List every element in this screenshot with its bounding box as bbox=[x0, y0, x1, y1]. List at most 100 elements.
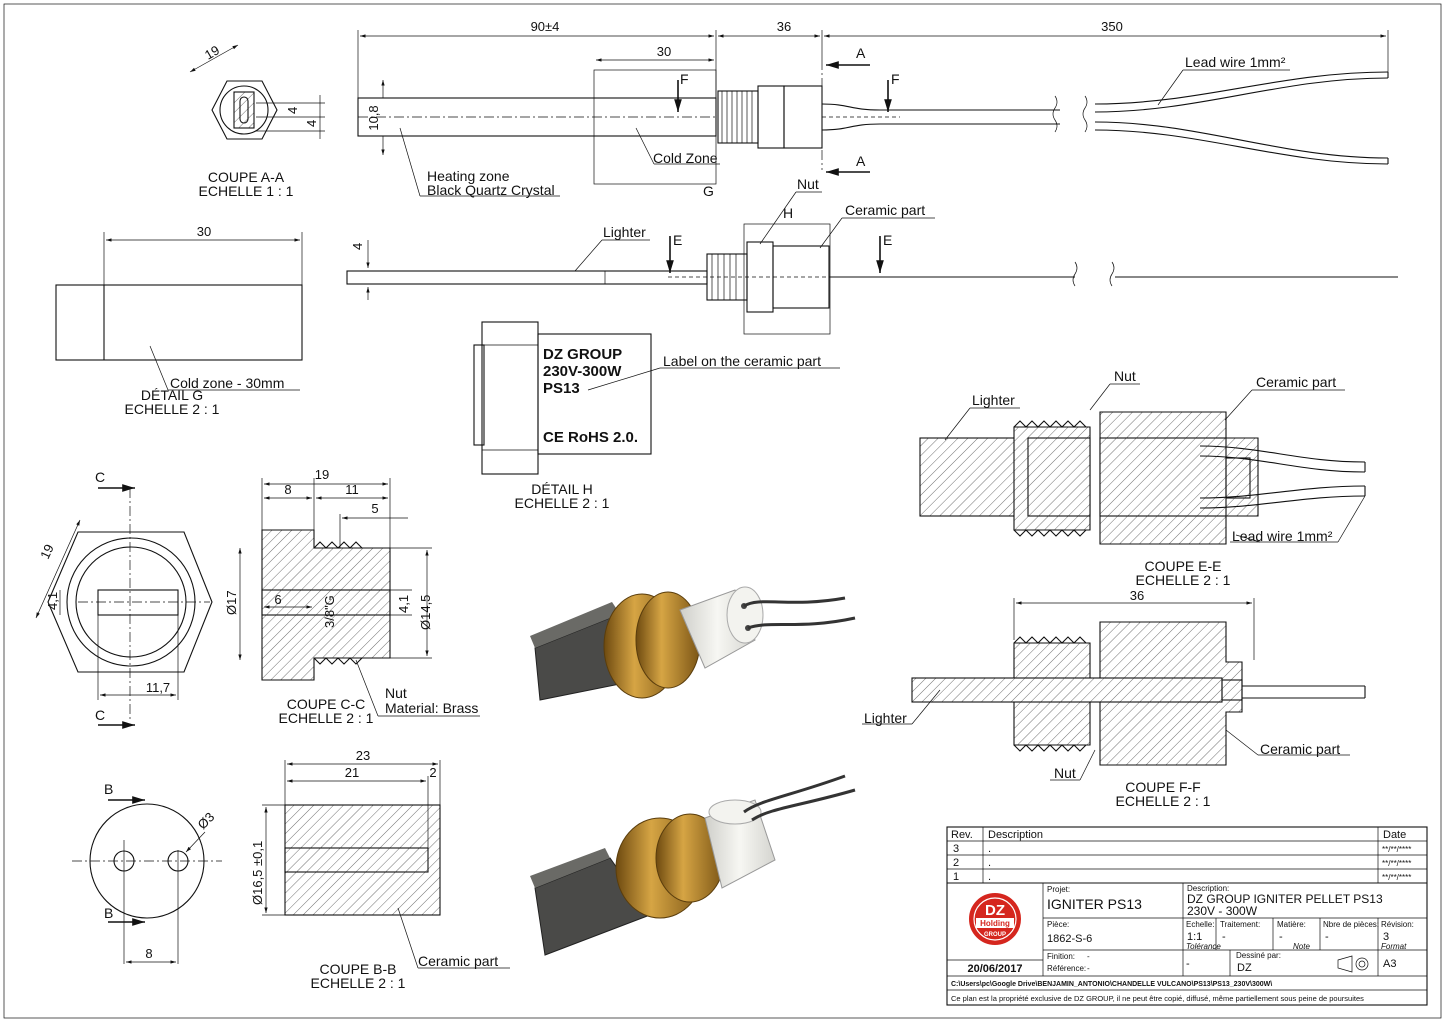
note-label: Note bbox=[1293, 942, 1310, 951]
section-c-top: C bbox=[95, 469, 105, 485]
section-f-right: F bbox=[891, 71, 900, 87]
render-view-1 bbox=[530, 586, 856, 701]
piece-label: Pièce: bbox=[1047, 920, 1069, 929]
cc-dim-19: 19 bbox=[315, 467, 329, 482]
bb-dim-2: 2 bbox=[429, 765, 436, 780]
title-block: Rev. Description Date 3 . **/**/**** 2 .… bbox=[946, 826, 1428, 1006]
aa-dim-4b: 4 bbox=[304, 120, 319, 127]
cc-dim-11: 11 bbox=[345, 482, 359, 497]
ceramic-label-line4: CE RoHS 2.0. bbox=[543, 429, 638, 446]
lead-wire-label: Lead wire 1mm² bbox=[1185, 54, 1286, 70]
file-path: C:\Users\pc\Google Drive\BENJAMIN_ANTONI… bbox=[951, 981, 1272, 988]
reference-value: - bbox=[1087, 964, 1090, 973]
rev-header: Rev. bbox=[951, 829, 973, 841]
section-markers-a-f: A A F F G bbox=[674, 45, 900, 199]
format-value: A3 bbox=[1383, 958, 1396, 970]
section-a-a: 19 4 4 COUPE A-A ECHELLE 1 : 1 bbox=[189, 42, 325, 199]
detail-h: DZ GROUP 230V-300W PS13 CE RoHS 2.0. Lab… bbox=[473, 321, 840, 511]
g-scale: ECHELLE 2 : 1 bbox=[125, 401, 220, 417]
tb-date: 20/06/2017 bbox=[967, 963, 1022, 975]
format-label: Format bbox=[1381, 942, 1407, 951]
section-b-b: 23 21 2 Ø16,5 ±0,1 Ceramic part COUPE B-… bbox=[250, 748, 510, 991]
section-e-e: Lighter Nut Ceramic part Lead wire 1mm² … bbox=[919, 368, 1366, 588]
dim-350: 350 bbox=[1101, 19, 1123, 34]
ceramic-part-label: Ceramic part bbox=[845, 202, 925, 218]
ee-scale: ECHELLE 2 : 1 bbox=[1136, 572, 1231, 588]
section-a-top: A bbox=[856, 45, 866, 61]
aa-scale: ECHELLE 1 : 1 bbox=[199, 183, 294, 199]
label-on-ceramic: Label on the ceramic part bbox=[663, 353, 821, 369]
cc-dim-5: 5 bbox=[371, 501, 378, 516]
section-c-bottom: C bbox=[95, 707, 105, 723]
ee-ceramic-label: Ceramic part bbox=[1256, 374, 1336, 390]
description-line2: 230V - 300W bbox=[1187, 904, 1258, 918]
dim-10-8: 10,8 bbox=[366, 105, 381, 130]
sheet-border bbox=[3, 3, 1442, 1019]
nbpieces-label: Nbre de pièces: bbox=[1323, 920, 1379, 929]
logo-dz: DZ bbox=[985, 902, 1005, 919]
traitement-label: Traitement: bbox=[1220, 920, 1260, 929]
rev-row-date: **/**/**** bbox=[1382, 845, 1411, 854]
nut-material-label2: Material: Brass bbox=[385, 700, 478, 716]
ff-ceramic-label: Ceramic part bbox=[1260, 741, 1340, 757]
ceramic-label-line2: 230V-300W bbox=[543, 363, 622, 380]
bb-dim-23: 23 bbox=[356, 748, 370, 763]
igniter-side-view bbox=[357, 60, 1389, 185]
detail-g-marker: G bbox=[703, 183, 714, 199]
aa-dim-19: 19 bbox=[202, 42, 222, 62]
ee-lead-label: Lead wire 1mm² bbox=[1232, 528, 1333, 544]
hex-dim-19: 19 bbox=[37, 542, 57, 561]
b-dim-3: Ø3 bbox=[195, 809, 218, 832]
ee-lighter-label: Lighter bbox=[972, 392, 1015, 408]
section-b-bottom: B bbox=[104, 905, 113, 921]
main-view-dimensions: 90±4 36 350 30 10,8 bbox=[357, 19, 1389, 155]
ceramic-label-line1: DZ GROUP bbox=[543, 346, 622, 363]
detail-h-marker: H bbox=[783, 205, 793, 221]
echelle-value: 1:1 bbox=[1187, 931, 1202, 943]
tolerance-value: - bbox=[1186, 958, 1190, 970]
dim-36: 36 bbox=[777, 19, 791, 34]
section-b-top: B bbox=[104, 781, 113, 797]
section-c-c: 19 8 11 5 Ø17 6 3/8"G 4,1 Ø14,5 Nut Mate… bbox=[224, 467, 480, 726]
nbpieces-value: - bbox=[1325, 931, 1329, 943]
ff-scale: ECHELLE 2 : 1 bbox=[1116, 793, 1211, 809]
rev-row-rev: 2 bbox=[953, 857, 959, 869]
rev-row-desc: . bbox=[988, 871, 991, 883]
dessine-value: DZ bbox=[1237, 962, 1252, 974]
finition-label: Finition: bbox=[1047, 952, 1075, 961]
cc-dim-8: 8 bbox=[284, 482, 291, 497]
ff-dim-36: 36 bbox=[1130, 588, 1144, 603]
section-f-f: 36 Lighter Ceramic part Nut COUPE F-F EC… bbox=[862, 588, 1366, 809]
g-dim-30: 30 bbox=[197, 224, 211, 239]
section-f-left: F bbox=[680, 71, 689, 87]
projet-label: Projet: bbox=[1047, 885, 1070, 894]
desc-header: Description bbox=[988, 829, 1043, 841]
echelle-label: Echelle: bbox=[1186, 920, 1214, 929]
projet-value: IGNITER PS13 bbox=[1047, 896, 1142, 912]
reference-label: Référence: bbox=[1047, 964, 1086, 973]
legal-notice: Ce plan est la propriété exclusive de DZ… bbox=[951, 994, 1364, 1003]
ee-caption: COUPE E-E bbox=[1144, 558, 1221, 574]
cc-caption: COUPE C-C bbox=[287, 696, 366, 712]
cc-scale: ECHELLE 2 : 1 bbox=[279, 710, 374, 726]
nut-end-view: C C 19 4,1 11,7 bbox=[35, 469, 213, 729]
bb-dim-21: 21 bbox=[345, 765, 359, 780]
detail-g-frame bbox=[593, 69, 717, 185]
nut-material-label1: Nut bbox=[385, 685, 407, 701]
ff-nut-label: Nut bbox=[1054, 765, 1076, 781]
b-dim-8: 8 bbox=[145, 946, 152, 961]
detail-h-frame bbox=[743, 223, 831, 335]
cc-dim-3-8-g: 3/8"G bbox=[322, 595, 337, 628]
rev-row-rev: 1 bbox=[953, 871, 959, 883]
ff-caption: COUPE F-F bbox=[1125, 779, 1200, 795]
bb-scale: ECHELLE 2 : 1 bbox=[311, 975, 406, 991]
section-a-bottom: A bbox=[856, 153, 866, 169]
matiere-label: Matière: bbox=[1277, 920, 1306, 929]
projection-symbol-icon bbox=[1337, 955, 1369, 973]
logo-group: GROUP bbox=[984, 932, 1006, 938]
date-header: Date bbox=[1383, 829, 1406, 841]
ff-lighter-label: Lighter bbox=[864, 710, 907, 726]
tolerance-label: Tolérance bbox=[1186, 942, 1221, 951]
ee-nut-label: Nut bbox=[1114, 368, 1136, 384]
